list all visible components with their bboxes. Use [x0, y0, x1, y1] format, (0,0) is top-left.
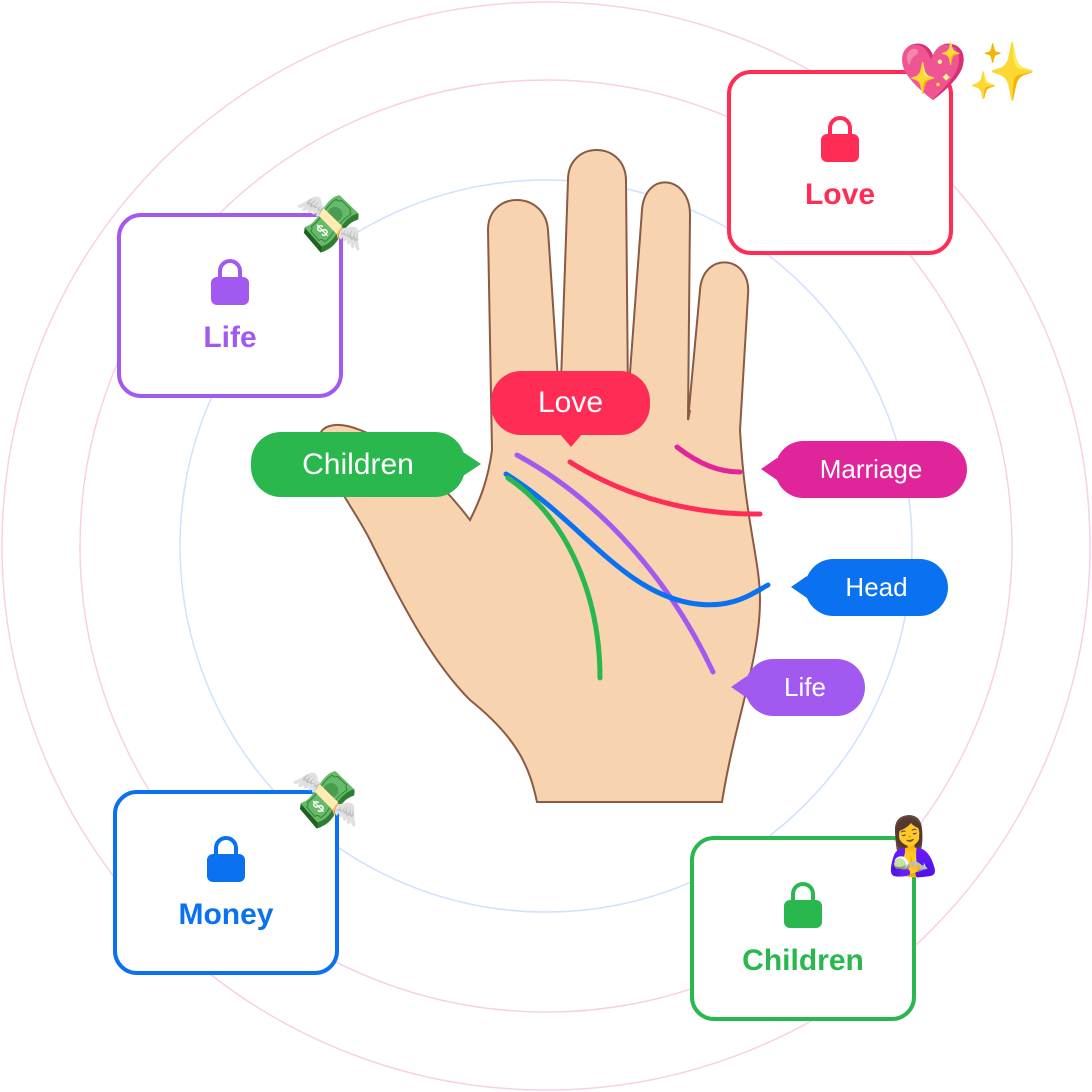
bubble-tail: [559, 433, 583, 447]
bubble-tail: [791, 576, 807, 598]
inner-ring: [179, 179, 913, 913]
bubble-tail: [463, 452, 481, 476]
lock-icon: [209, 259, 251, 305]
middle-ring: [79, 79, 1013, 1013]
life-line-label: Life: [731, 659, 865, 716]
head-label-text: Head: [845, 572, 908, 602]
card-label: Money: [178, 898, 274, 931]
life-label-text: Life: [784, 672, 826, 702]
love-label-text: Love: [537, 386, 604, 419]
love-line: [567, 459, 763, 517]
lock-icon: [819, 116, 861, 162]
children-label-text: Children: [302, 447, 414, 481]
children-line: [505, 475, 603, 681]
money-with-wings-icon: 💸: [294, 192, 364, 255]
children-line-label: Children: [251, 432, 481, 497]
love-line-label: Love: [491, 371, 650, 447]
bubble-tail: [731, 676, 747, 698]
card-label: Life: [203, 321, 257, 354]
card-label: Love: [804, 178, 876, 211]
card-love[interactable]: Love: [727, 70, 953, 255]
head-line: [503, 471, 771, 608]
marriage-label-text: Marriage: [819, 454, 923, 484]
card-children[interactable]: Children: [690, 836, 916, 1021]
card-label: Children: [742, 944, 864, 977]
hand: [318, 149, 762, 803]
head-line-label: Head: [791, 559, 948, 616]
breastfeeding-icon: 🤱: [876, 814, 946, 877]
card-money[interactable]: Money: [113, 790, 339, 975]
marriage-line: [674, 444, 743, 475]
money-with-wings-icon: 💸: [290, 768, 360, 831]
marriage-line-label: Marriage: [761, 441, 967, 498]
palm-shape: [318, 149, 762, 803]
card-life[interactable]: Life: [117, 213, 343, 398]
lock-icon: [205, 836, 247, 882]
lock-icon: [782, 882, 824, 928]
sparkling-heart-icon: 💖✨: [898, 40, 1038, 103]
bubble-tail: [761, 458, 777, 480]
life-line: [514, 452, 716, 675]
palm-lines: [503, 444, 771, 681]
